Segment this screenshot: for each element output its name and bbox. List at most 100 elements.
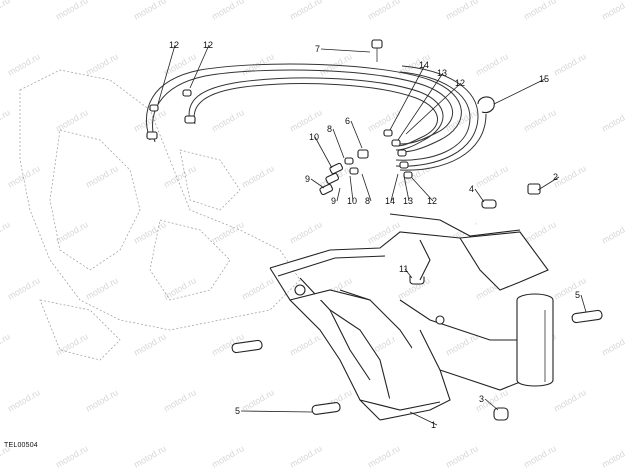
watermark-text: motod.ru [474,163,510,189]
watermark-text: motod.ru [54,331,90,357]
watermark-text: motod.ru [366,443,402,468]
watermark-text: motod.ru [84,163,120,189]
callout-number: 3 [479,394,484,404]
watermark-text: motod.ru [54,107,90,133]
watermark-text: motod.ru [54,219,90,245]
callout-leader [350,120,363,149]
callout-number: 10 [309,132,319,142]
callout-leader [405,82,462,135]
watermark-text: motod.ru [162,163,198,189]
callout-leader [484,398,499,411]
callout-number: 9 [305,174,310,184]
watermark-text: motod.ru [288,331,324,357]
watermark-text: motod.ru [6,387,42,413]
watermark-text: motod.ru [0,331,12,357]
watermark-text: motod.ru [288,219,324,245]
watermark-text: motod.ru [132,219,168,245]
watermark-text: motod.ru [522,0,558,22]
watermark-text: motod.ru [0,107,12,133]
bolt-part-4 [481,199,497,209]
callout-leader [157,44,176,105]
watermark-text: motod.ru [522,443,558,468]
watermark-text: motod.ru [210,0,246,22]
spacer-part-3 [493,407,509,421]
main-frame-part-1 [269,213,554,421]
watermark-text: motod.ru [600,107,625,133]
watermark-text: motod.ru [210,443,246,468]
watermark-text: motod.ru [132,331,168,357]
watermark-text: motod.ru [132,0,168,22]
watermark-text: motod.ru [0,0,12,22]
callout-leader [314,136,333,169]
callout-leader [389,64,426,131]
watermark-text: motod.ru [84,51,120,77]
callout-number: 5 [235,406,240,416]
watermark-text: motod.ru [444,443,480,468]
callout-leader [320,48,371,53]
callout-number: 10 [347,196,357,206]
watermark-text: motod.ru [6,51,42,77]
callout-number: 15 [539,74,549,84]
callout-leader [310,178,325,189]
callout-leader [189,44,210,89]
bolt-part-5-left [231,339,341,415]
watermark-text: motod.ru [366,0,402,22]
watermark-text: motod.ru [366,107,402,133]
watermark-text: motod.ru [84,275,120,301]
watermark-text: motod.ru [552,51,588,77]
ghost-engine-outline [19,69,301,361]
watermark-text: motod.ru [132,443,168,468]
watermark-text: motod.ru [210,107,246,133]
callout-leader [493,78,546,105]
watermark-text: motod.ru [288,0,324,22]
callout-number: 11 [399,264,408,274]
callout-number: 9 [331,196,336,206]
watermark-text: motod.ru [522,107,558,133]
callout-number: 6 [345,116,350,126]
watermark-text: motod.ru [600,443,625,468]
watermark-text: motod.ru [162,387,198,413]
watermark-text: motod.ru [162,275,198,301]
watermark-text: motod.ru [552,275,588,301]
callout-number: 12 [203,40,213,50]
hose-fittings-left [146,89,196,140]
callout-number: 8 [365,196,370,206]
watermark-text: motod.ru [210,219,246,245]
callout-leader [390,173,399,202]
watermark-text: motod.ru [6,163,42,189]
watermark-text: motod.ru [600,331,625,357]
callout-leader [404,268,413,279]
callout-leader [240,410,313,413]
watermark-text: motod.ru [474,51,510,77]
watermark-text: motod.ru [54,0,90,22]
watermark-text: motod.ru [132,107,168,133]
callout-number: 14 [385,196,395,206]
callout-number: 1 [431,420,436,430]
watermark-text: motod.ru [288,107,324,133]
callout-number: 2 [553,172,558,182]
drawing-reference-code: TEL00504 [4,442,38,449]
watermark-text: motod.ru [444,0,480,22]
watermark-text: motod.ru [162,51,198,77]
watermark-text: motod.ru [444,107,480,133]
callout-leader [349,175,354,202]
bolt-part-7 [371,39,383,62]
callout-number: 5 [575,290,580,300]
callout-leader [474,188,485,203]
callout-number: 8 [327,124,332,134]
watermark-text: motod.ru [288,443,324,468]
watermark-text: motod.ru [240,275,276,301]
watermark-text: motod.ru [240,163,276,189]
watermark-text: motod.ru [6,275,42,301]
callout-leader [336,187,341,202]
callout-leader [332,128,345,159]
callout-number: 14 [419,60,429,70]
hose-loops [146,63,487,171]
callout-number: 7 [315,44,320,54]
watermark-text: motod.ru [240,387,276,413]
callout-leader [397,72,444,141]
clamp-part-15 [477,96,495,114]
